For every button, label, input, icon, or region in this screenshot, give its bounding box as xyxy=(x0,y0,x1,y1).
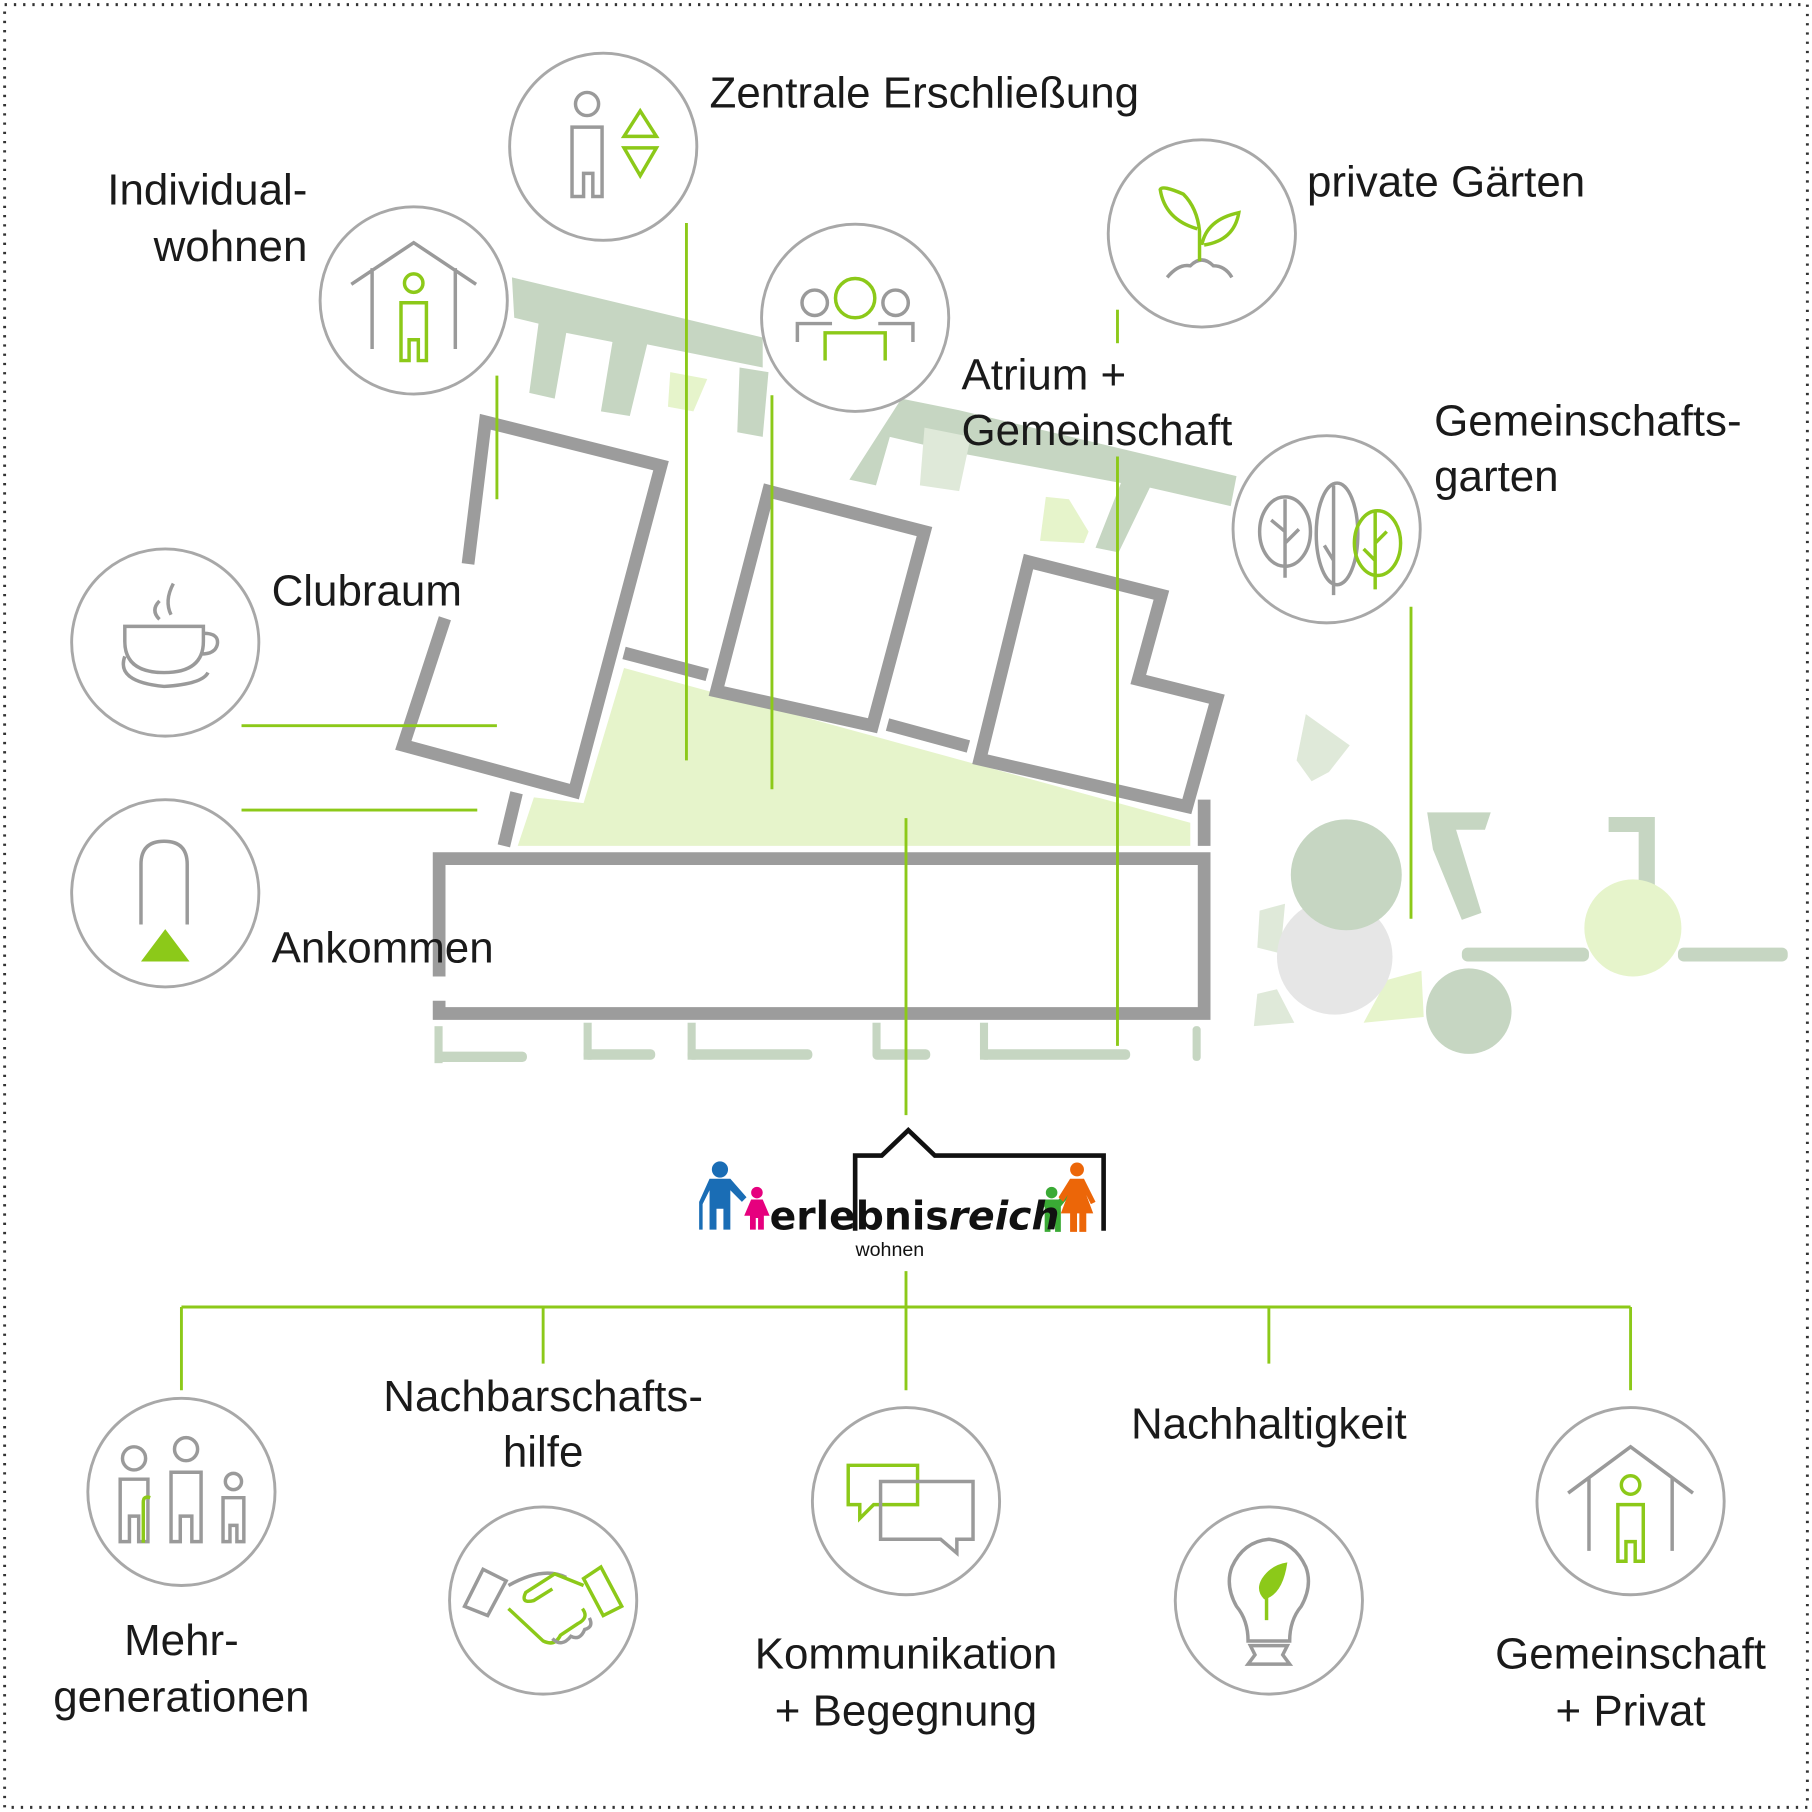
label-individualwohnen-1: Individual- xyxy=(107,166,307,215)
label-atrium-2: Gemeinschaft xyxy=(961,406,1232,455)
label-mehrgenerationen-2: generationen xyxy=(53,1672,309,1721)
label-nachbarschaftshilfe-2: hilfe xyxy=(503,1427,584,1476)
label-mehrgenerationen-1: Mehr- xyxy=(124,1616,239,1665)
individualwohnen-icon xyxy=(318,205,509,396)
zentrale-erschliessung-icon xyxy=(508,51,699,242)
logo-text-wohnen: wohnen xyxy=(854,1239,924,1261)
svg-text:erlebnisreich: erlebnisreich xyxy=(770,1195,1060,1240)
label-kommunikation-2: + Begegnung xyxy=(775,1686,1037,1735)
label-gemeinschaft-privat-1: Gemeinschaft xyxy=(1495,1630,1766,1679)
label-kommunikation-1: Kommunikation xyxy=(755,1630,1058,1679)
label-zentrale-erschliessung: Zentrale Erschließung xyxy=(710,68,1140,117)
label-gemeinschaftsgarten-1: Gemeinschafts- xyxy=(1434,397,1741,446)
buildings xyxy=(395,413,1225,1020)
leader-lines xyxy=(179,223,1633,1391)
logo-text-reich: reich xyxy=(949,1195,1060,1240)
label-ankommen: Ankommen xyxy=(272,924,494,973)
label-individualwohnen-2: wohnen xyxy=(153,222,308,271)
landscape xyxy=(434,277,1788,1064)
coffee-cup-icon xyxy=(70,547,261,738)
label-atrium-1: Atrium + xyxy=(961,350,1126,399)
logo-text-erlebnis: erlebnis xyxy=(770,1195,949,1240)
trees-icon xyxy=(1231,434,1422,625)
label-gemeinschaft-privat-2: + Privat xyxy=(1556,1686,1706,1735)
label-clubraum: Clubraum xyxy=(272,567,462,616)
atrium-area xyxy=(517,667,1191,846)
label-nachbarschaftshilfe-1: Nachbarschafts- xyxy=(383,1372,703,1421)
atrium-gemeinschaft-icon xyxy=(760,222,951,413)
erlebnisreich-logo: erlebnisreich wohnen xyxy=(699,1126,1106,1261)
label-gemeinschaftsgarten-2: garten xyxy=(1434,452,1559,501)
label-private-gaerten: private Gärten xyxy=(1307,157,1585,206)
label-nachhaltigkeit: Nachhaltigkeit xyxy=(1131,1400,1407,1449)
mehrgenerationen-icon xyxy=(86,1396,277,1587)
handshake-icon xyxy=(448,1505,639,1696)
lightbulb-leaf-icon xyxy=(1173,1505,1364,1696)
speech-bubbles-icon xyxy=(810,1406,1002,1597)
sprout-icon xyxy=(1106,138,1297,329)
door-arrival-icon xyxy=(70,798,261,989)
house-person-icon xyxy=(1535,1406,1726,1597)
